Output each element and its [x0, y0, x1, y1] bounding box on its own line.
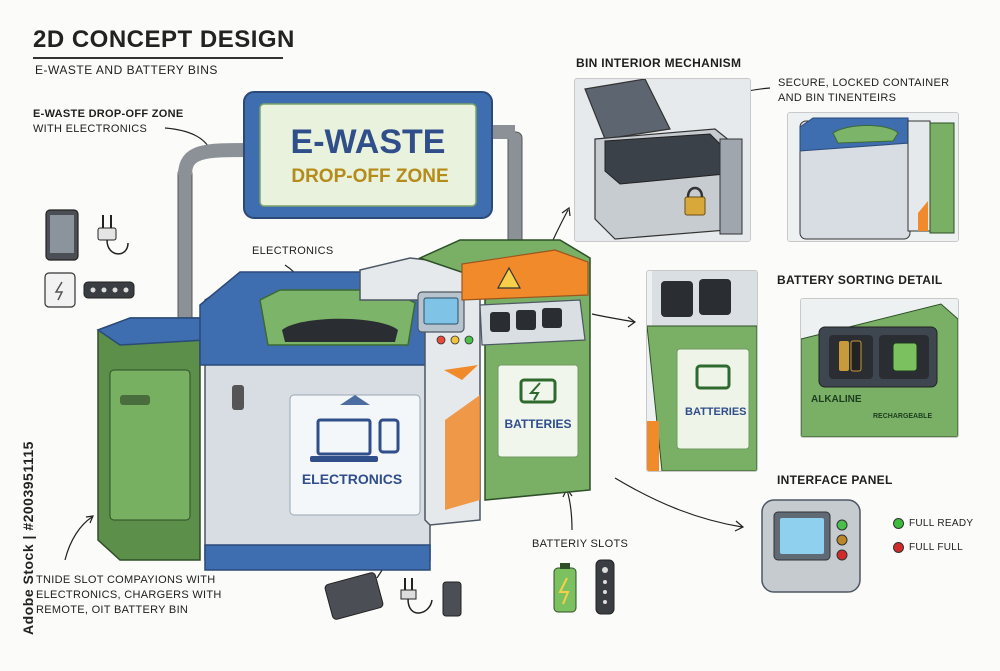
electronics-bin-label: ELECTRONICS: [302, 471, 402, 487]
stock-code: Adobe Stock | #2003951115: [20, 441, 36, 635]
page-subtitle: E-WASTE AND BATTERY BINS: [35, 63, 218, 77]
slot-description-line2: ELECTRONICS, CHARGERS WITH: [36, 589, 222, 601]
battery-tray-illustration: [801, 299, 958, 437]
sign-line2: DROP-OFF ZONE: [291, 166, 448, 187]
phone-icon: [442, 581, 462, 617]
dropoff-callout-line2: WITH ELECTRONICS: [33, 123, 148, 135]
status-red-label: FULL FULL: [909, 542, 964, 553]
battery-bin-detail: [647, 271, 757, 471]
open-bin-illustration: [575, 79, 750, 241]
interior-note-line2: AND BIN TINENTEIRS: [778, 92, 897, 104]
slot-arrow: [64, 516, 93, 561]
interface-panel-title: INTERFACE PANEL: [777, 473, 893, 487]
rechargeable-battery-icon: [892, 342, 918, 372]
page-title: 2D CONCEPT DESIGN: [33, 26, 295, 53]
alkaline-label: ALKALINE: [811, 394, 862, 405]
power-adapter-icon: [44, 272, 76, 308]
status-legend: FULL READY FULL FULL: [893, 516, 973, 555]
battery-bin-detail-panel: BATTERIES: [646, 270, 758, 472]
electronics-bin: ELECTRONICS: [199, 271, 433, 571]
interior-note: SECURE, LOCKED CONTAINER AND BIN TINENTE…: [778, 76, 949, 106]
locked-container-panel: [787, 112, 959, 242]
remote-icon: [83, 281, 135, 299]
dropoff-callout-line1: E-WASTE DROP-OFF ZONE: [33, 108, 184, 120]
remote-icon-2: [595, 559, 615, 615]
title-underline: [33, 57, 283, 59]
battery-icon: [553, 567, 577, 613]
alkaline-battery-icon: [839, 341, 849, 371]
dropoff-callout: E-WASTE DROP-OFF ZONE WITH ELECTRONICS: [33, 107, 184, 137]
interior-note-line1: SECURE, LOCKED CONTAINER: [778, 77, 950, 89]
green-status-dot: [893, 517, 904, 529]
battery-sorting-title: BATTERY SORTING DETAIL: [777, 273, 943, 287]
status-green-label: FULL READY: [909, 518, 974, 529]
side-green-bin: [96, 317, 206, 561]
slot-description-line1: TNIDE SLOT COMPAYIONS WITH: [36, 574, 216, 586]
sorting-arrow: [591, 313, 635, 323]
charger-icon: [102, 215, 112, 228]
cable-icon: [404, 578, 413, 590]
stock-watermark: Adobe Stock | #2003951115: [8, 430, 36, 660]
interior-mechanism-title: BIN INTERIOR MECHANISM: [576, 56, 742, 70]
device-icons-left: [44, 209, 135, 308]
battery-detail-label: BATTERIES: [685, 406, 747, 418]
batteries-bin-label: BATTERIES: [504, 417, 571, 431]
interface-panel-illustration: [758, 490, 868, 600]
interior-mechanism-panel: [574, 78, 751, 242]
rechargeable-label: RECHARGEABLE: [873, 413, 933, 420]
locked-container-illustration: [788, 113, 958, 241]
ewaste-sign: E-WASTE DROP-OFF ZONE: [243, 91, 493, 219]
slot-description-line3: REMOTE, OIT BATTERY BIN: [36, 604, 189, 616]
device-icons-bottom: [324, 559, 615, 620]
interface-column: [359, 257, 481, 526]
battery-bin: BATTERIES: [417, 239, 591, 501]
red-status-dot: [893, 541, 904, 553]
battery-slot-arrow: [566, 489, 573, 531]
battery-sorting-panel: ALKALINE RECHARGEABLE: [800, 298, 959, 438]
interface-arrow: [614, 477, 743, 528]
padlock-icon: [684, 196, 706, 216]
battery-slots-callout: BATTERIY SLOTS: [532, 538, 629, 550]
sign-line1: E-WASTE: [291, 123, 446, 161]
electronics-callout: ELECTRONICS: [252, 245, 334, 257]
slot-description: TNIDE SLOT COMPAYIONS WITH ELECTRONICS, …: [36, 573, 222, 618]
tablet-icon-2: [324, 572, 384, 620]
